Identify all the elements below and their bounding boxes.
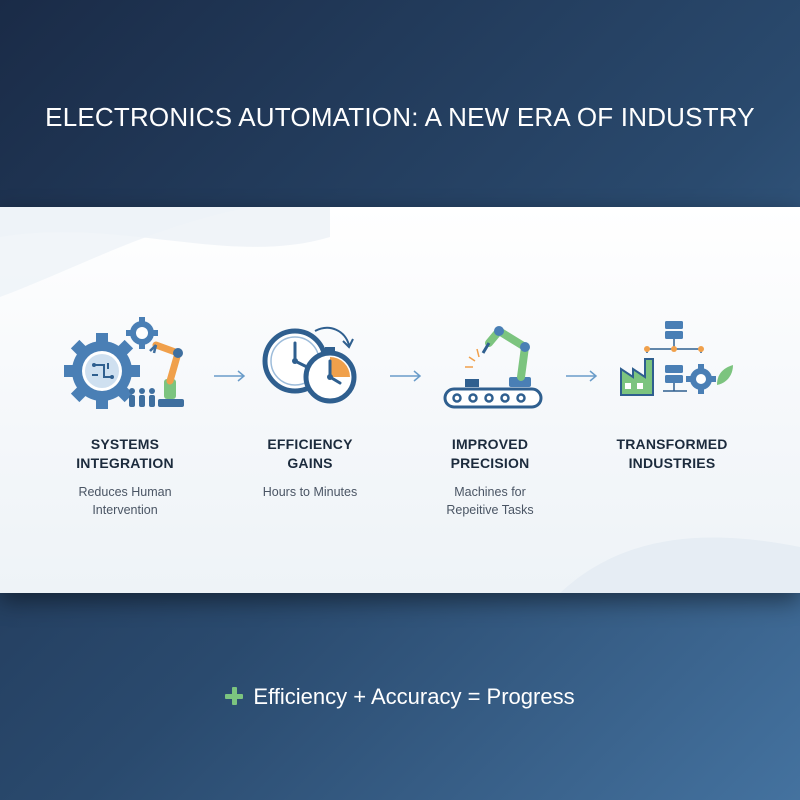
step-improved-precision: IMPROVED PRECISION Machines for Repeitiv… xyxy=(410,317,570,519)
arrow-right-icon xyxy=(390,370,422,382)
step-label: SYSTEMS INTEGRATION xyxy=(76,436,174,471)
step-efficiency-gains: EFFICIENCY GAINS Hours to Minutes xyxy=(230,317,390,501)
step-label: TRANSFORMED INDUSTRIES xyxy=(616,436,728,471)
plus-icon xyxy=(225,687,244,705)
clock-stopwatch-icon xyxy=(262,326,357,404)
step-description: Reduces Human Intervention xyxy=(78,485,172,517)
step-label: EFFICIENCY GAINS xyxy=(267,436,353,471)
step-systems-integration: SYSTEMS INTEGRATION Reduces Human Interv… xyxy=(45,317,205,519)
footer-text: Efficiency + Accuracy = Progress xyxy=(253,684,575,709)
gears-robot-arm-icon xyxy=(64,317,184,409)
footer-equation: Efficiency + Accuracy = Progress xyxy=(0,684,800,710)
factory-network-icon xyxy=(620,321,733,396)
step-description: Machines for Repeitive Tasks xyxy=(446,485,534,517)
step-description: Hours to Minutes xyxy=(262,485,358,499)
robot-conveyor-icon xyxy=(443,326,543,409)
process-panel: SYSTEMS INTEGRATION Reduces Human Interv… xyxy=(0,207,800,593)
step-label: IMPROVED PRECISION xyxy=(450,436,530,471)
arrow-right-icon xyxy=(214,370,246,382)
arrow-right-icon xyxy=(566,370,598,382)
step-transformed-industries: TRANSFORMED INDUSTRIES xyxy=(592,317,752,483)
background-wave-decoration xyxy=(0,207,800,593)
page-title: ELECTRONICS AUTOMATION: A NEW ERA OF IND… xyxy=(45,102,755,132)
